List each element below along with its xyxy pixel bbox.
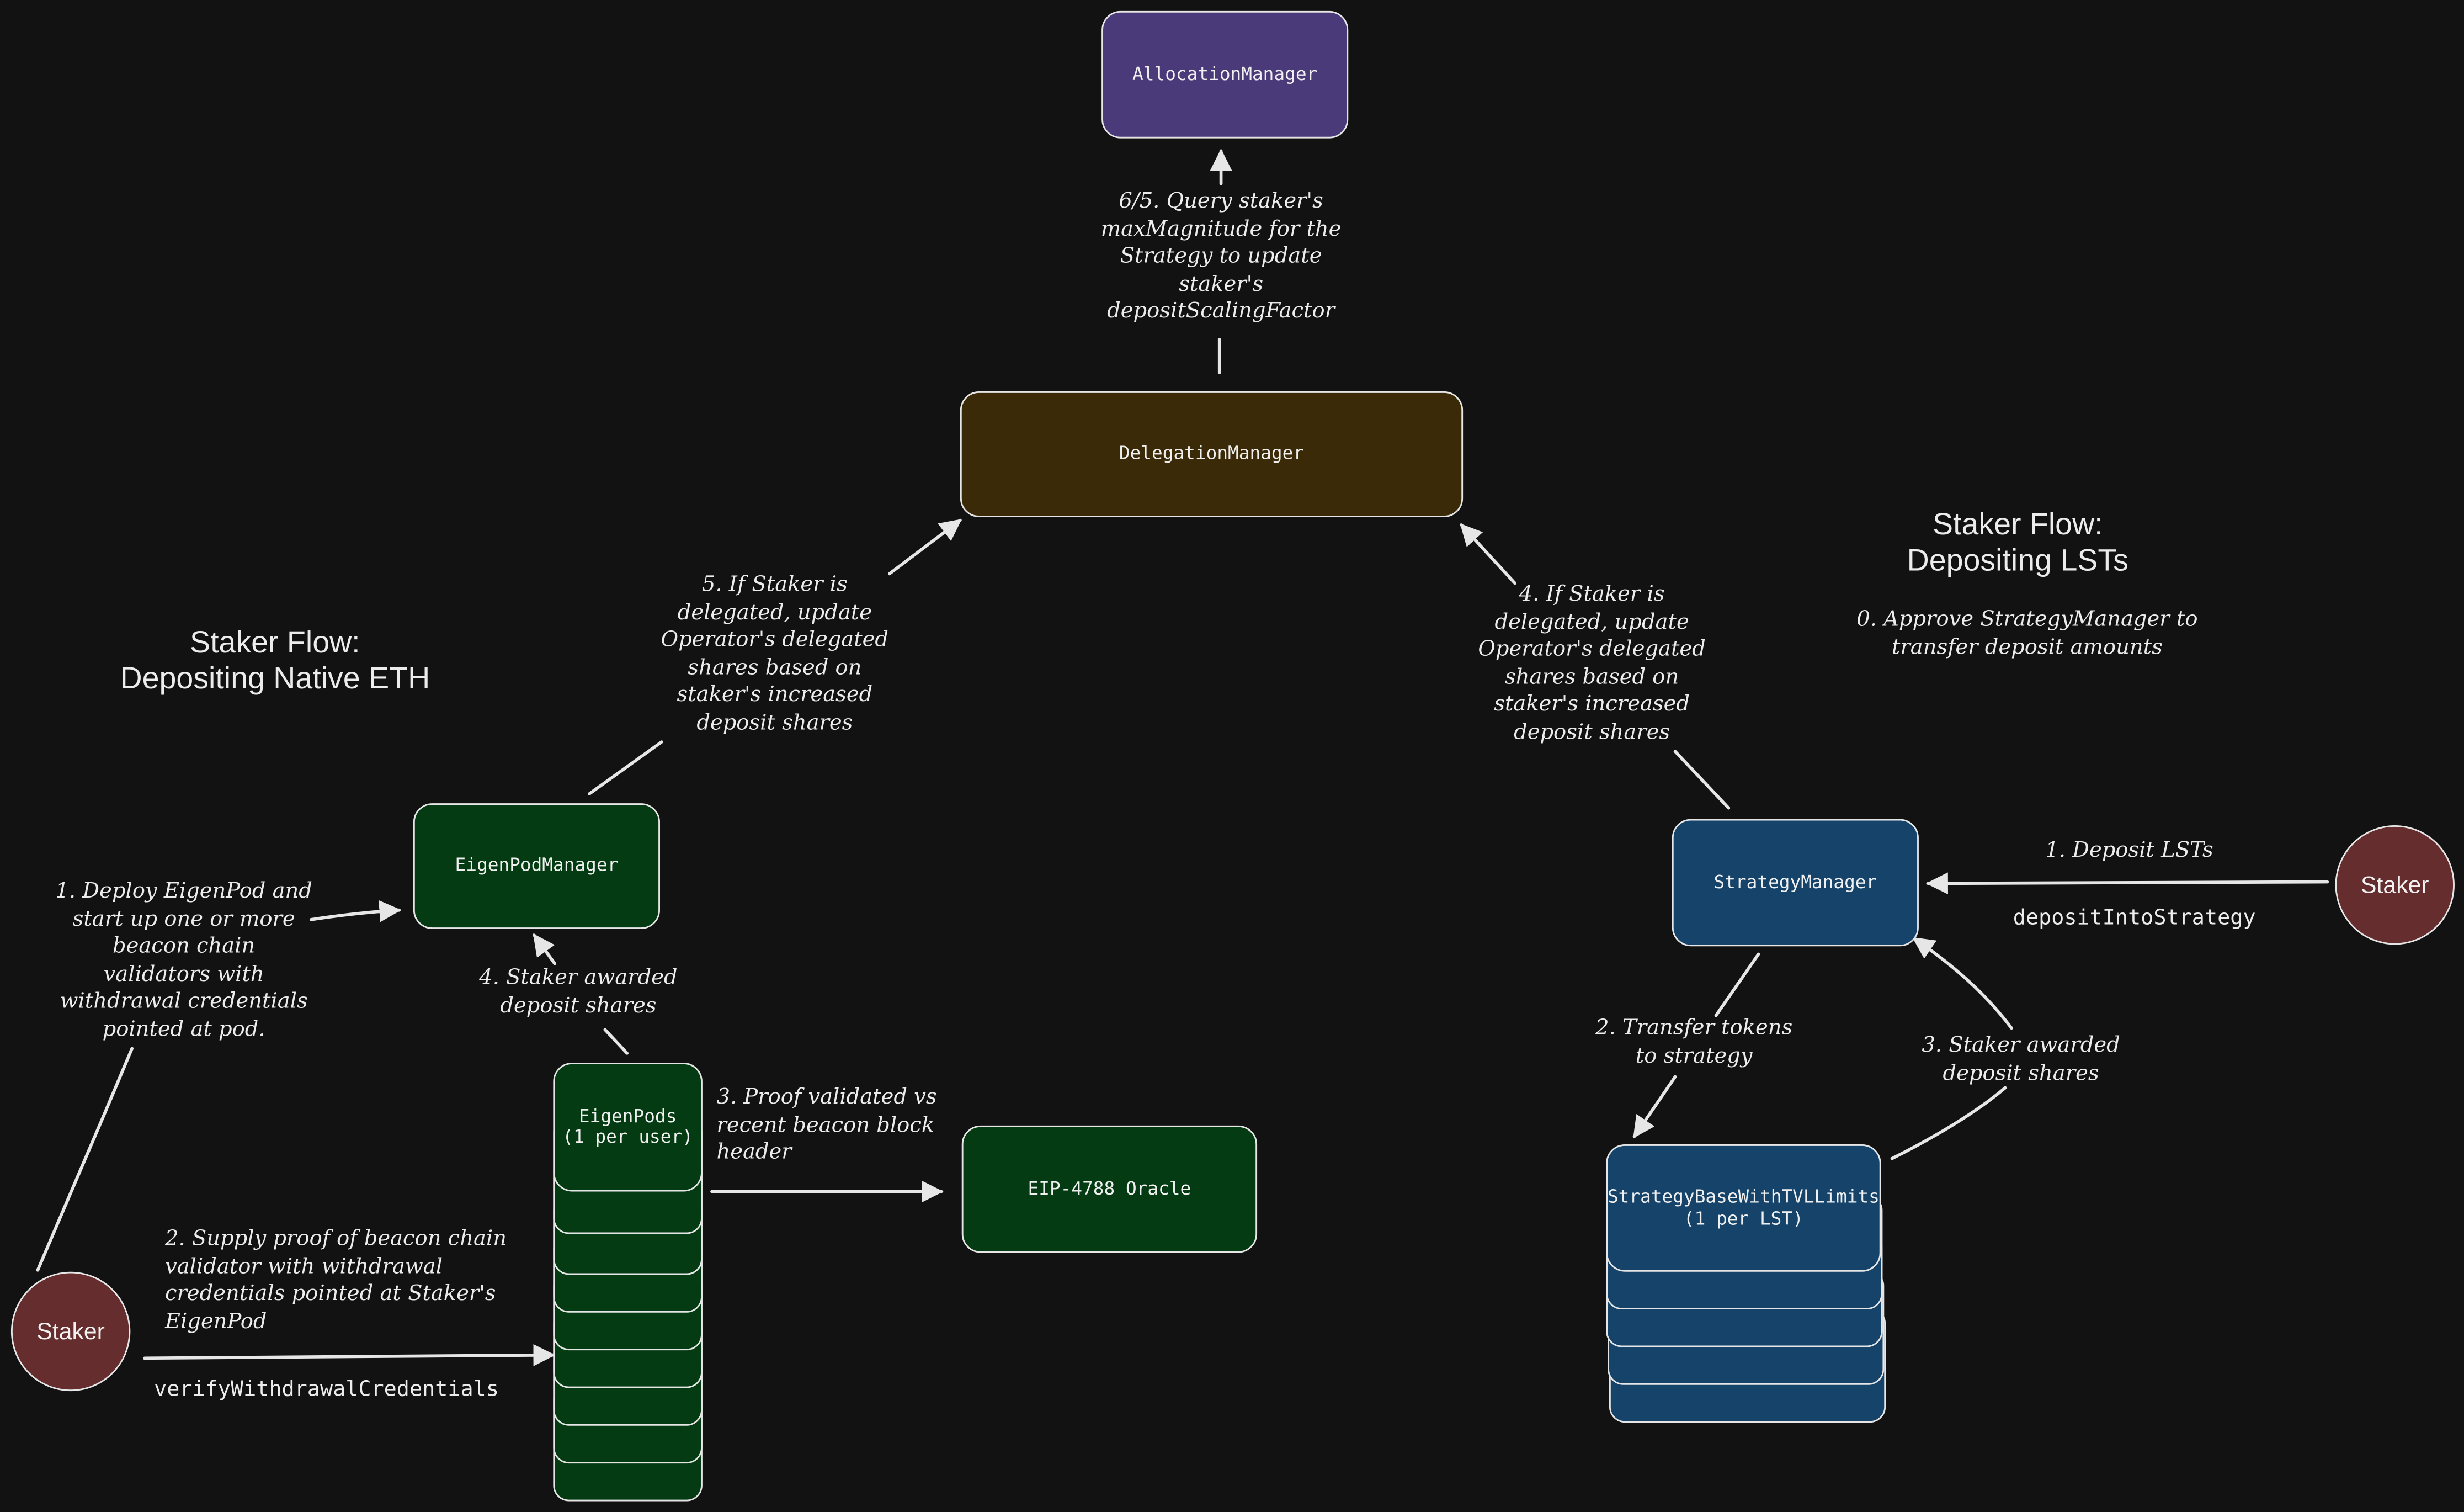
code-verify-withdrawal-credentials: verifyWithdrawalCredentials (154, 1377, 499, 1403)
eigenpods-node[interactable]: EigenPods (1 per user) (553, 1062, 703, 1192)
title-lst-flow: Staker Flow: Depositing LSTs (1907, 507, 2128, 580)
arrow-lst-step2 (1632, 1075, 1677, 1139)
label-native-step4: 4. Staker awarded deposit shares (479, 965, 678, 1018)
staker-right-node[interactable]: Staker (2335, 825, 2455, 945)
line-native-step4 (603, 1028, 629, 1055)
line-lst-step3 (1890, 1086, 2007, 1160)
arrow-lst-step3 (1912, 937, 2013, 1030)
arrow-native-step4 (533, 933, 557, 965)
strategy-base-node[interactable]: StrategyBaseWithTVLLimits (1 per LST) (1606, 1144, 1881, 1272)
label-native-step2: 2. Supply proof of beacon chain validato… (164, 1226, 507, 1334)
label-lst-step3: 3. Staker awarded deposit shares (1922, 1032, 2120, 1086)
title-native-eth-flow: Staker Flow: Depositing Native ETH (120, 625, 430, 697)
label-lst-step2: 2. Transfer tokens to strategy (1595, 1015, 1793, 1069)
label-native-step3: 3. Proof validated vs recent beacon bloc… (716, 1084, 937, 1165)
label-query-magnitude: 6/5. Query staker's maxMagnitude for the… (1100, 188, 1342, 325)
arrow-lst-step4 (1460, 523, 1516, 585)
label-native-step5: 5. If Staker is delegated, update Operat… (661, 572, 889, 735)
label-native-step1: 1. Deploy EigenPod and start up one or m… (55, 878, 312, 1042)
arrow-native-step1 (309, 900, 402, 922)
arrow-native-step5 (887, 518, 962, 576)
staker-left-node[interactable]: Staker (10, 1271, 131, 1392)
eip4788-oracle-node[interactable]: EIP-4788 Oracle (961, 1125, 1258, 1253)
code-deposit-into-strategy: depositIntoStrategy (2013, 905, 2256, 931)
allocation-manager-node[interactable]: AllocationManager (1101, 10, 1349, 139)
delegation-manager-node[interactable]: DelegationManager (960, 391, 1464, 517)
line-lst-step4 (1673, 750, 1731, 810)
label-lst-step1: 1. Deposit LSTs (2045, 837, 2213, 863)
label-lst-step0: 0. Approve StrategyManager to transfer d… (1856, 607, 2198, 660)
label-lst-step4: 4. If Staker is delegated, update Operat… (1478, 581, 1706, 745)
line-native-step1 (36, 1047, 134, 1272)
arrow-lst-step1 (1926, 872, 2329, 895)
arrow-native-step2 (143, 1344, 556, 1366)
line-native-step5 (588, 740, 663, 795)
eigenpod-manager-node[interactable]: EigenPodManager (413, 803, 660, 929)
strategy-manager-node[interactable]: StrategyManager (1672, 819, 1919, 947)
line-lst-step2 (1714, 952, 1760, 1017)
